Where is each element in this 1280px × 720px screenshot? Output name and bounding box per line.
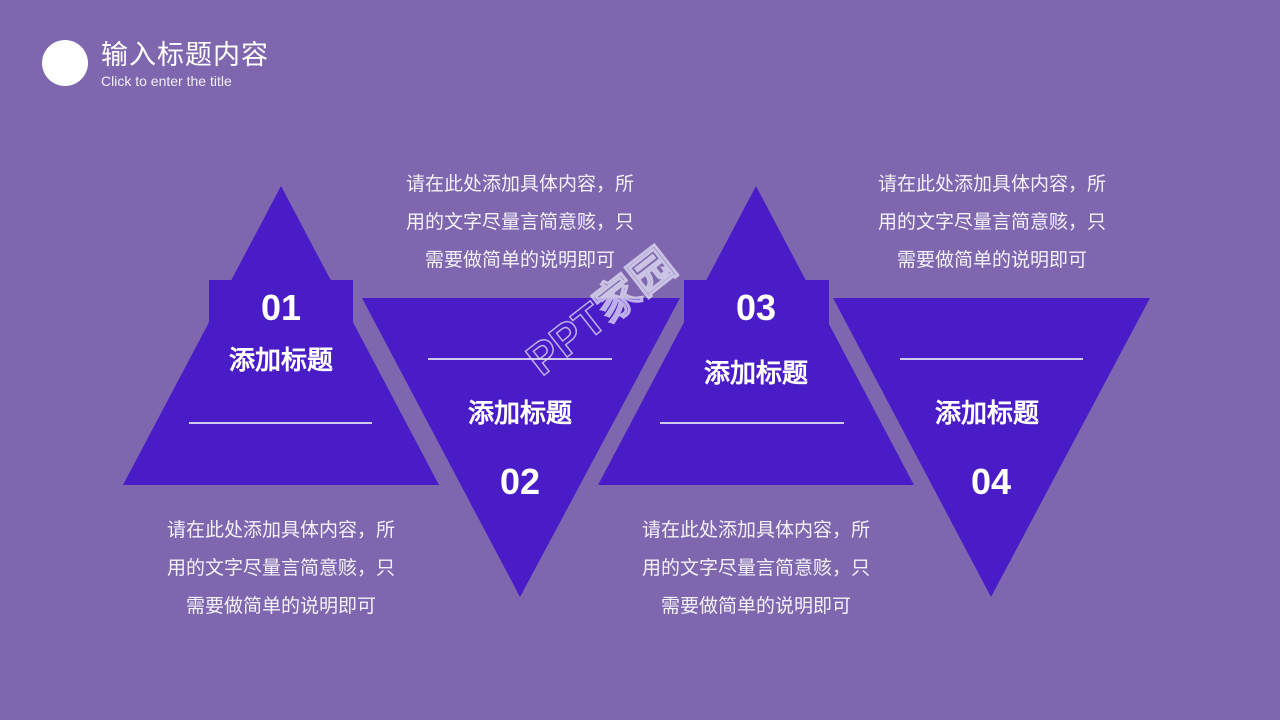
item-heading-01[interactable]: 添加标题 bbox=[228, 346, 333, 376]
page-title[interactable]: 输入标题内容 bbox=[101, 40, 269, 71]
item-heading-04[interactable]: 添加标题 bbox=[934, 399, 1039, 429]
item-number-04: 04 bbox=[970, 461, 1012, 502]
page-subtitle[interactable]: Click to enter the title bbox=[101, 73, 232, 89]
item-number-03: 03 bbox=[735, 287, 777, 328]
triangle-01[interactable] bbox=[123, 186, 439, 485]
item-number-02: 02 bbox=[499, 461, 541, 502]
item-number-01: 01 bbox=[260, 287, 302, 328]
item-heading-02[interactable]: 添加标题 bbox=[467, 399, 572, 429]
item-description-04[interactable]: 请在此处添加具体内容，所 用的文字尽量言简意赅，只 需要做简单的说明即可 bbox=[877, 173, 1106, 271]
item-description-02[interactable]: 请在此处添加具体内容，所 用的文字尽量言简意赅，只 需要做简单的说明即可 bbox=[405, 173, 634, 271]
item-heading-03[interactable]: 添加标题 bbox=[703, 359, 808, 389]
logo-circle-icon bbox=[42, 40, 88, 86]
item-description-01[interactable]: 请在此处添加具体内容，所 用的文字尽量言简意赅，只 需要做简单的说明即可 bbox=[166, 519, 395, 617]
item-description-03[interactable]: 请在此处添加具体内容，所 用的文字尽量言简意赅，只 需要做简单的说明即可 bbox=[641, 519, 870, 617]
triangle-04[interactable] bbox=[833, 298, 1150, 597]
triangle-03[interactable] bbox=[598, 186, 914, 485]
triangle-02[interactable] bbox=[362, 298, 680, 597]
